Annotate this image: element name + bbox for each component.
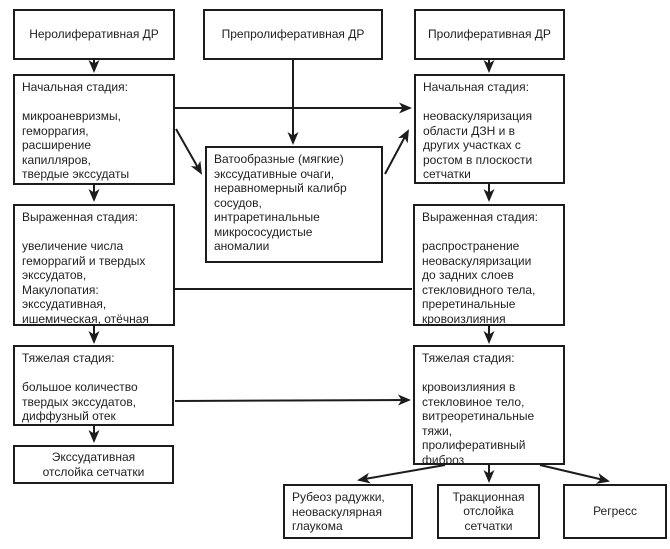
- box-npdr-initial-stage: Начальная стадия: микроаневризмы, геморр…: [13, 74, 175, 185]
- connector-npdr-initial-to-soft-exudates: [175, 128, 202, 175]
- box-exudative-retinal-detachment: Экссудативная отслойка сетчатки: [13, 445, 174, 484]
- connector-pdr-severe-to-rubeosis: [357, 464, 446, 484]
- box-preproliferative-dr: Препролиферативная ДР: [203, 9, 383, 60]
- box-rubeosis-glaucoma: Рубеоз радужки, неоваскулярная глаукома: [283, 484, 413, 539]
- connector-npdr-severe-to-pdr-severe: [174, 394, 411, 406]
- box-soft-exudates: Ватообразные (мягкие) экссудативные очаг…: [205, 146, 383, 263]
- box-npdr-severe-stage: Тяжелая стадия: большое количество тверд…: [13, 345, 174, 426]
- connector-soft-exudates-to-pdr-initial: [384, 129, 409, 175]
- box-nonproliferative-dr: Неролиферативная ДР: [13, 9, 175, 60]
- connector-pdr-severe-to-regress: [539, 464, 610, 484]
- box-regress: Регресс: [563, 484, 667, 539]
- box-proliferative-dr: Пролиферативная ДР: [414, 9, 565, 60]
- box-pdr-marked-stage: Выраженная стадия: распространение неова…: [413, 204, 565, 326]
- box-npdr-marked-stage: Выраженная стадия: увеличение числа гемо…: [13, 204, 175, 326]
- box-traction-retinal-detachment: Тракционная отслойка сетчатки: [437, 484, 540, 539]
- box-pdr-initial-stage: Начальная стадия: неоваскуляризация обла…: [414, 74, 565, 184]
- box-pdr-severe-stage: Тяжелая стадия: кровоизлияния в стеклови…: [413, 345, 565, 465]
